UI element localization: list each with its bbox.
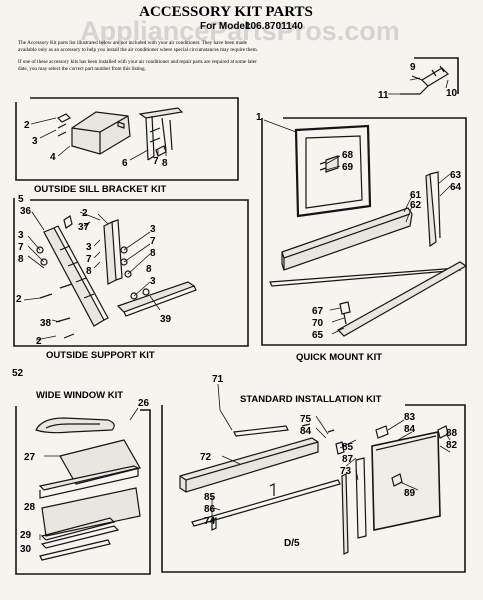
intro-line-4: date, you may select the correct part nu… [18,65,146,72]
callout-number: 4 [50,152,56,163]
model-prefix: For Model: [200,21,251,32]
callout-number: 3 [150,224,156,235]
callout-number: 72 [200,452,212,463]
support-kit-drawing [36,215,197,339]
callout-number: 69 [342,162,354,173]
wide-window-drawing [35,417,141,561]
callout-number: 28 [24,502,36,513]
callout-number: 88 [446,428,458,439]
frame-standard [161,404,466,573]
callout-number: 64 [450,182,462,193]
callout-number: 2 [82,208,88,219]
corner-bracket-drawing [400,57,459,95]
callout-number: 30 [20,544,32,555]
callout-number: 29 [20,530,32,541]
callout-number: 71 [212,374,224,385]
callout-number: 11 [378,90,389,101]
callout-number: 7 [153,156,159,167]
callout-number: 62 [410,200,422,211]
callout-number: 7 [86,254,92,265]
sill-bracket-drawing [56,107,184,161]
callout-number: 38 [40,318,52,329]
callout-number: 63 [450,170,462,181]
caption-outside-sill: OUTSIDE SILL BRACKET KIT [34,184,166,195]
callout-number: 10 [446,88,458,99]
callout-number: 87 [342,454,354,465]
callout-number: 3 [86,242,92,253]
frame-wide-window [15,406,151,575]
callout-number: 36 [20,206,32,217]
frame-outside-support [13,198,249,347]
callout-number: 84 [300,426,312,437]
callout-number: 86 [204,504,216,515]
caption-quick-mount: QUICK MOUNT KIT [296,352,382,363]
callout-number: 7 [150,236,156,247]
callout-number: 2 [16,294,22,305]
callout-number: 7 [18,242,24,253]
callout-number: 68 [342,150,354,161]
intro-line-3: If one of these accessory kits has been … [18,58,257,65]
frame-outside-sill [15,97,239,181]
callout-number: 84 [404,424,416,435]
callout-number: 6 [122,158,128,169]
caption-outside-support: OUTSIDE SUPPORT KIT [46,350,155,361]
model-number: 106.8701140 [245,21,303,32]
callout-number: 74 [204,516,216,527]
frame-quick-mount [261,117,467,346]
callout-number: 26 [138,398,150,409]
callout-number: 89 [404,488,416,499]
caption-standard: STANDARD INSTALLATION KIT [240,394,382,405]
callout-number: 73 [340,466,352,477]
callout-number: 8 [86,266,92,277]
callout-number: 1 [256,112,262,123]
callout-number: 61 [410,190,422,201]
callout-number: 3 [32,136,38,147]
callout-number: 3 [150,276,156,287]
intro-line-1: The Accessory Kit parts list illustrated… [18,40,248,46]
callout-number: 67 [312,306,324,317]
callout-number: 8 [18,254,24,265]
caption-wide-window: WIDE WINDOW KIT [36,390,123,401]
callout-number: 52 [12,368,24,379]
standard-kit-drawing [179,423,449,555]
callout-number: 85 [342,442,354,453]
callout-number: 75 [300,414,312,425]
quick-mount-drawing [269,124,468,337]
callout-number: 8 [146,264,152,275]
callout-number: 70 [312,318,324,329]
callout-number: 9 [410,62,416,73]
callout-number: 39 [160,314,172,325]
page-title: ACCESSORY KIT PARTS [139,4,313,20]
callout-number: 27 [24,452,36,463]
watermark: AppliancePartsPros.com [80,16,400,46]
callout-number: 8 [150,248,156,259]
page-code: D/5 [284,538,300,549]
callout-leader-lines [23,77,451,540]
callout-number: 2 [24,120,30,131]
callout-number: 5 [18,194,24,205]
callout-number: 85 [204,492,216,503]
callout-number: 3 [18,230,24,241]
callout-number: 83 [404,412,416,423]
callout-number: 2 [36,336,42,347]
callout-number: 65 [312,330,324,341]
callout-number: 37 [78,222,90,233]
intro-line-2: available only as an accessory to help y… [18,47,258,53]
callout-number: 82 [446,440,458,451]
kit-frames [13,97,467,575]
callout-number: 8 [162,158,168,169]
